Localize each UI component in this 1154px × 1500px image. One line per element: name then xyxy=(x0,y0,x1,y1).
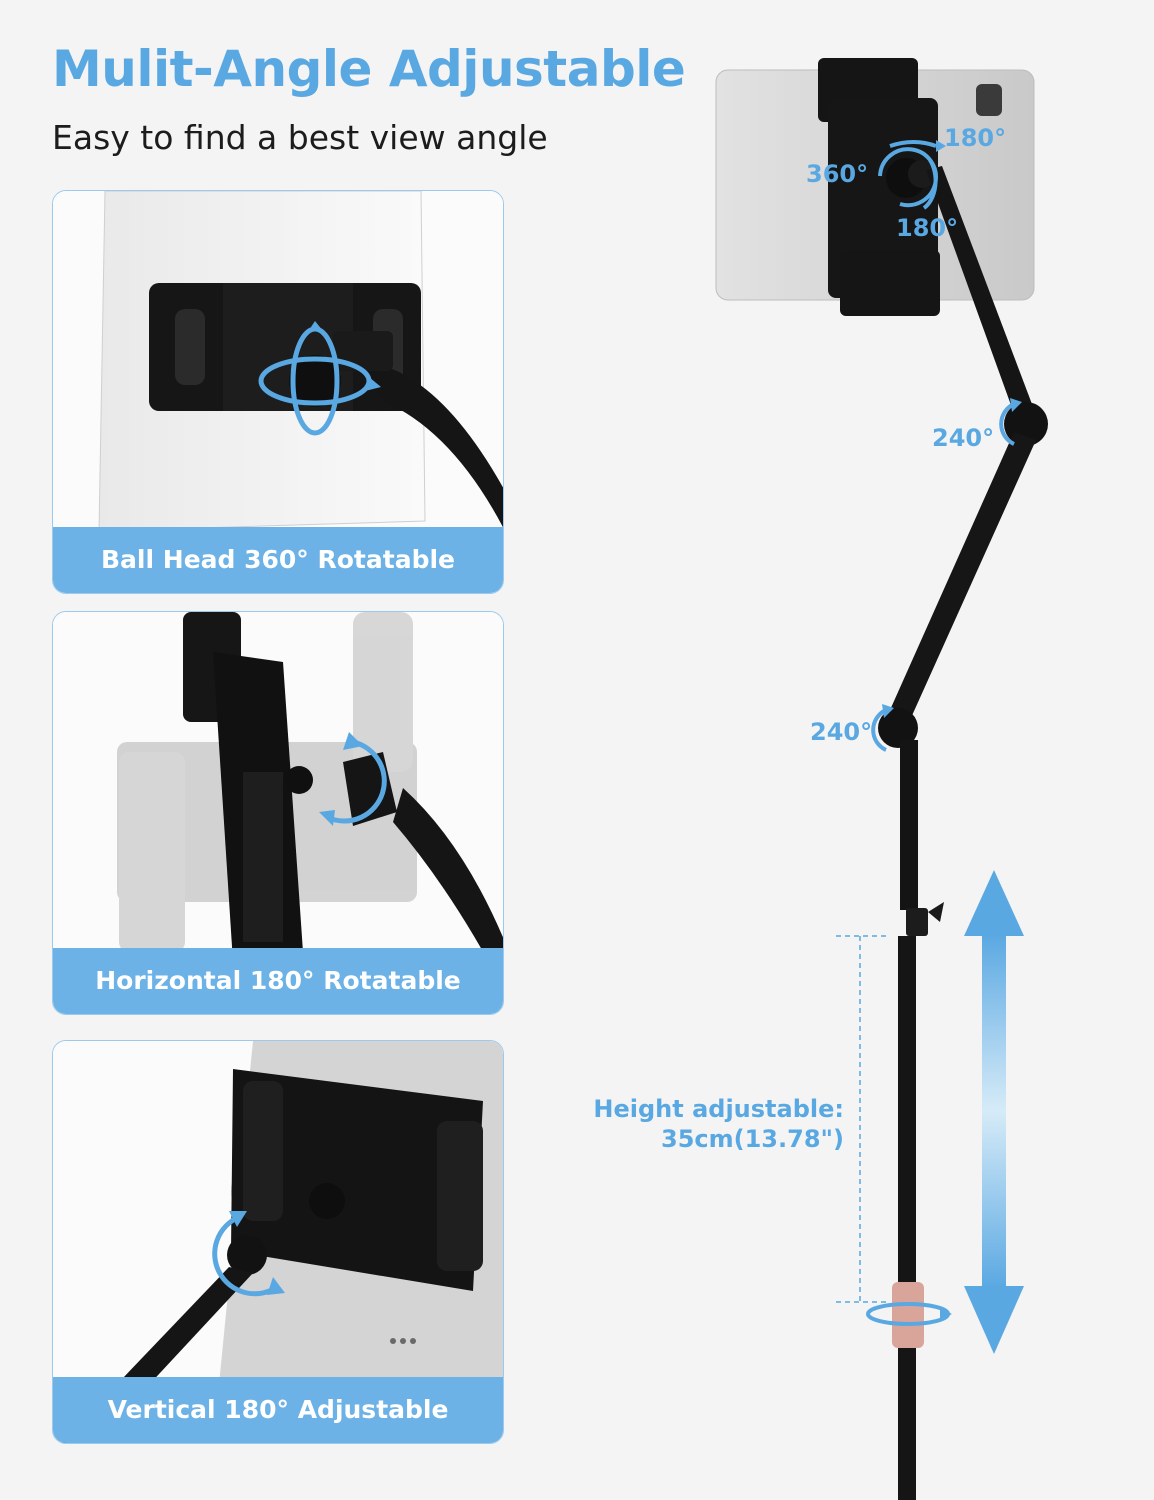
caption-bar xyxy=(53,527,503,593)
angle-label-elbow: 240° xyxy=(932,424,995,452)
height-label-line1: Height adjustable: xyxy=(593,1095,844,1123)
rotation-arrow-icon xyxy=(328,739,387,824)
headline: Mulit-Angle Adjustable xyxy=(52,40,686,98)
caption-bar xyxy=(53,948,503,1014)
ball-head-photo xyxy=(53,191,503,593)
subheadline: Easy to find a best view angle xyxy=(52,118,548,157)
angle-label-base: 240° xyxy=(810,718,873,746)
caption-bar xyxy=(53,1377,503,1443)
vertical-adjust-photo xyxy=(53,1041,503,1443)
angle-label-top-vertical: 180° xyxy=(896,214,959,242)
double-headed-arrow-icon xyxy=(964,870,1024,1354)
angle-label-top-horizontal: 180° xyxy=(944,124,1007,152)
horizontal-rotation-photo xyxy=(53,612,503,1014)
panel-horizontal: Horizontal 180° Rotatable xyxy=(52,611,504,1015)
rotation-arrow-icon xyxy=(212,1214,279,1297)
panel-caption: Vertical 180° Adjustable xyxy=(107,1394,449,1424)
dimension-bracket-icon xyxy=(836,935,886,1303)
floor-stand-photo xyxy=(715,58,1048,1500)
panel-caption: Ball Head 360° Rotatable xyxy=(101,544,455,574)
height-adjustable-label: Height adjustable: 35cm(13.78") xyxy=(593,1094,844,1154)
height-collar xyxy=(892,1282,924,1348)
panel-vertical: Vertical 180° Adjustable xyxy=(52,1040,504,1444)
panel-ball-head: Ball Head 360° Rotatable xyxy=(52,190,504,594)
angle-label-ball-head: 360° xyxy=(806,160,869,188)
panel-caption: Horizontal 180° Rotatable xyxy=(95,965,461,995)
height-label-line2: 35cm(13.78") xyxy=(661,1125,844,1153)
